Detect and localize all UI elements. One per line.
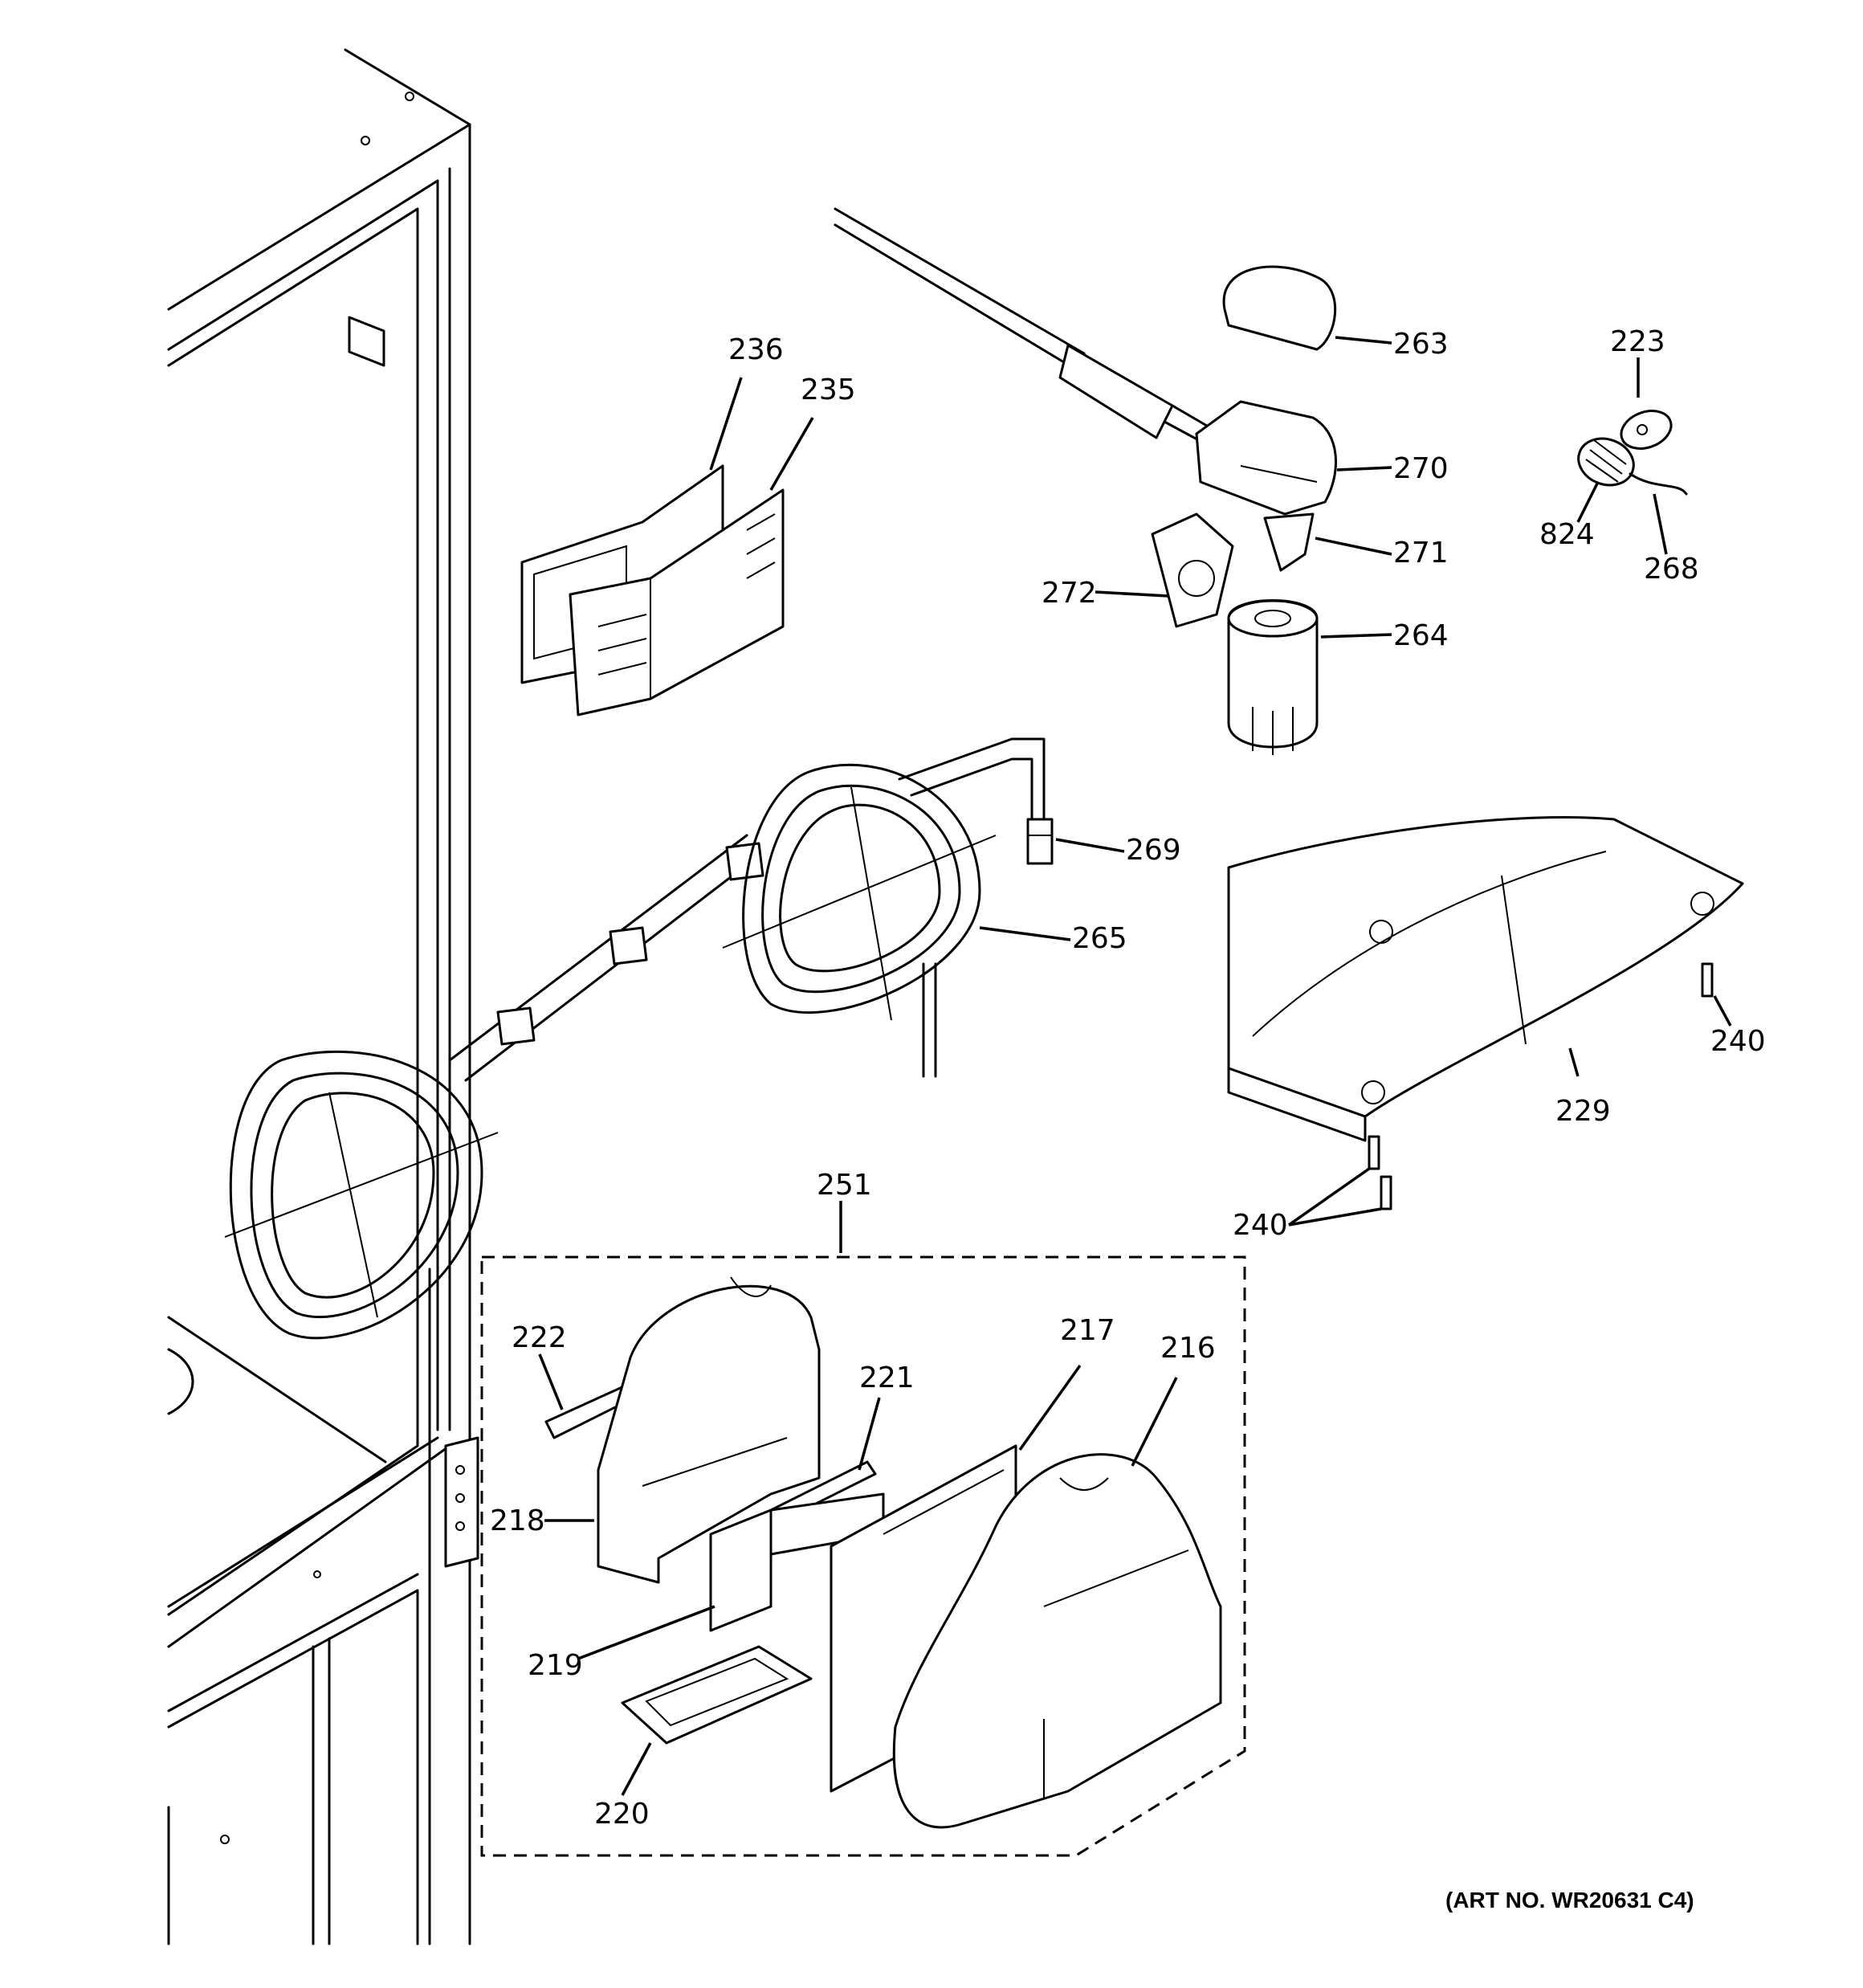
dispenser-tray-229 bbox=[1227, 816, 1744, 1142]
callout-251: 251 bbox=[817, 1169, 872, 1202]
callout-216: 216 bbox=[1160, 1332, 1216, 1365]
water-filter-264 bbox=[1227, 599, 1319, 755]
callout-219: 219 bbox=[528, 1649, 583, 1682]
callout-235: 235 bbox=[801, 374, 856, 406]
callout-271: 271 bbox=[1393, 537, 1449, 569]
callout-263: 263 bbox=[1393, 328, 1449, 361]
water-reservoir-coil-265 bbox=[224, 737, 1046, 1340]
cover-216 bbox=[892, 1453, 1222, 1829]
callout-220: 220 bbox=[594, 1798, 650, 1831]
callout-218: 218 bbox=[490, 1504, 545, 1537]
callout-265: 265 bbox=[1072, 922, 1127, 955]
callout-217: 217 bbox=[1060, 1314, 1115, 1347]
callout-272: 272 bbox=[1042, 577, 1097, 610]
callout-labels: 236 235 263 223 270 824 268 271 272 264 … bbox=[490, 325, 1766, 1831]
housing-218 bbox=[597, 1276, 821, 1584]
refrigerator-cabinet bbox=[167, 48, 479, 1945]
callout-223: 223 bbox=[1610, 325, 1665, 358]
screw-240-lower-b bbox=[1380, 1175, 1392, 1210]
callout-240-lower: 240 bbox=[1233, 1209, 1288, 1242]
callout-240-right: 240 bbox=[1710, 1025, 1766, 1058]
callout-222: 222 bbox=[512, 1321, 567, 1354]
leader-lines bbox=[538, 336, 1732, 1796]
wire-268 bbox=[1629, 472, 1688, 496]
callout-236: 236 bbox=[728, 333, 784, 366]
callout-264: 264 bbox=[1393, 619, 1449, 652]
cap-263 bbox=[1222, 265, 1336, 351]
callout-270: 270 bbox=[1393, 452, 1449, 485]
art-number: (ART NO. WR20631 C4) bbox=[1445, 1888, 1694, 1912]
callout-221: 221 bbox=[859, 1361, 915, 1394]
callout-268: 268 bbox=[1644, 553, 1699, 586]
screw-240-right bbox=[1701, 962, 1714, 998]
plate-223 bbox=[1620, 410, 1673, 450]
bracket-271 bbox=[1263, 512, 1315, 572]
filter-head-270 bbox=[1195, 400, 1337, 516]
shelf-cover-235 bbox=[569, 488, 785, 716]
callout-824: 824 bbox=[1539, 518, 1595, 551]
kit-251-boundary bbox=[480, 1255, 1246, 1857]
screw-240-lower-a bbox=[1368, 1135, 1380, 1170]
fitting-269 bbox=[1026, 818, 1054, 865]
gasket-220 bbox=[621, 1645, 813, 1745]
water-tube-assembly bbox=[834, 207, 1222, 451]
callout-229: 229 bbox=[1555, 1095, 1611, 1128]
clip-272 bbox=[1151, 512, 1234, 628]
callout-269: 269 bbox=[1126, 834, 1181, 867]
